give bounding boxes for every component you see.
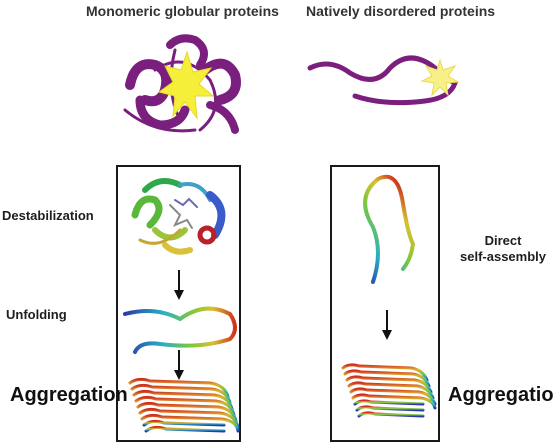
disordered-protein-image bbox=[307, 55, 460, 106]
destabilized-structure-image bbox=[131, 178, 226, 255]
arrow-down-icon bbox=[174, 270, 184, 300]
label-unfolding: Unfolding bbox=[6, 307, 67, 322]
arrow-down-icon bbox=[382, 310, 392, 340]
aggregate-fibril-image bbox=[341, 363, 437, 418]
disordered-strand-image bbox=[363, 174, 416, 284]
header-disordered: Natively disordered proteins bbox=[306, 3, 496, 19]
label-aggregation-left: Aggregation bbox=[10, 384, 128, 406]
unfolded-strand-image bbox=[123, 306, 237, 354]
label-aggregation-right: Aggregation bbox=[448, 384, 553, 406]
arrow-down-icon bbox=[174, 350, 184, 380]
label-direct: Direct bbox=[484, 233, 522, 248]
label-destabilization: Destabilization bbox=[2, 208, 94, 223]
globular-protein-image bbox=[123, 34, 241, 134]
header-globular: Monomeric globular proteins bbox=[86, 3, 279, 19]
label-self-assembly: self-assembly bbox=[460, 249, 546, 264]
aggregate-fibril-image bbox=[128, 377, 240, 433]
